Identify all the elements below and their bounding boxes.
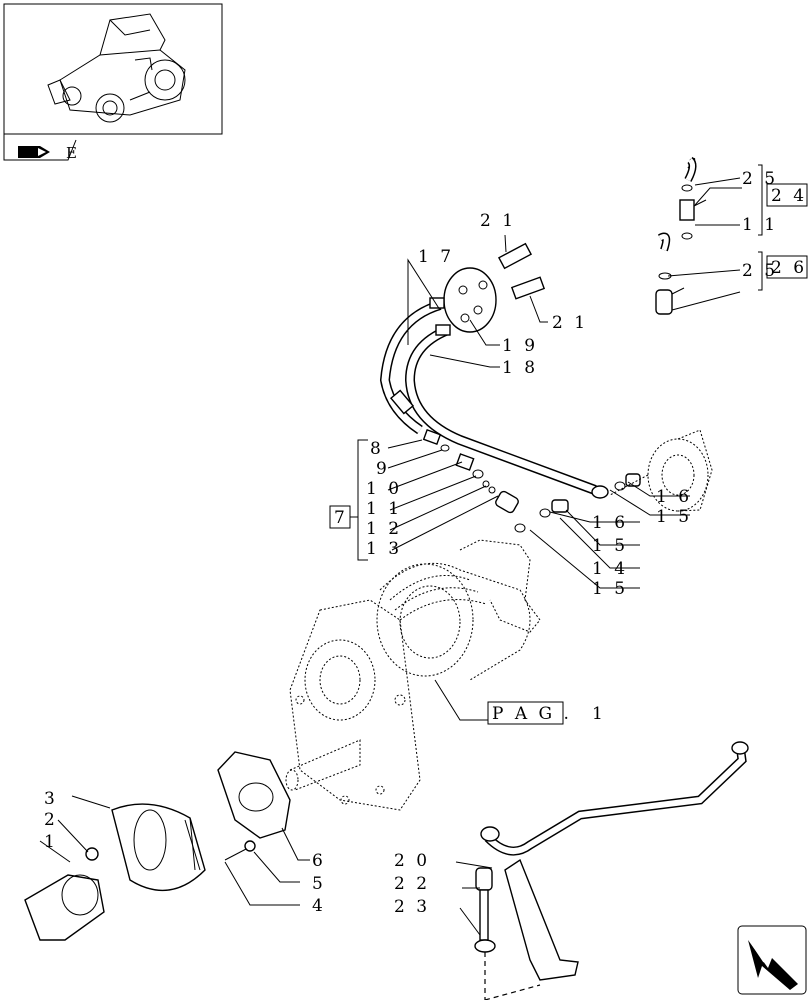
lube-tube — [474, 741, 749, 1000]
thumbnail-caption: E — [66, 144, 80, 162]
callout-4: 4 — [312, 896, 326, 916]
callout-2: 2 — [44, 810, 58, 830]
callout-5: 5 — [312, 874, 326, 894]
hose-assembly — [379, 156, 697, 499]
leader-lines — [39, 164, 763, 936]
svg-text:7: 7 — [334, 508, 348, 528]
svg-text:2 4: 2 4 — [771, 186, 807, 206]
page-reference[interactable]: P A G . 1 — [487, 701, 606, 725]
callout-14: 1 4 — [592, 559, 628, 579]
callout-13: 1 3 — [366, 539, 402, 559]
callout-11: 1 1 — [366, 499, 402, 519]
callout-1: 1 — [44, 832, 58, 852]
thumbnail-tab[interactable]: E — [3, 134, 80, 162]
callout-11b: 1 1 — [742, 215, 778, 235]
callout-21b: 2 1 — [552, 313, 588, 333]
callout-18: 1 8 — [502, 358, 538, 378]
callout-16a: 1 6 — [656, 487, 692, 507]
callout-3: 3 — [44, 789, 58, 809]
book-icon — [18, 146, 50, 158]
callout-12: 1 2 — [366, 519, 402, 539]
pump-housing-outline — [285, 539, 541, 811]
next-page-button[interactable] — [737, 925, 807, 995]
valve-fittings — [655, 184, 707, 315]
callout-10: 1 0 — [366, 479, 402, 499]
fitting-chain — [422, 429, 641, 533]
svg-text:2 6: 2 6 — [771, 258, 807, 278]
callout-15b: 1 5 — [592, 536, 628, 556]
callout-9: 9 — [376, 459, 390, 479]
callout-20: 2 0 — [394, 851, 430, 871]
next-page-arrow-icon — [748, 940, 798, 990]
callout-labels: 3 2 1 6 5 4 8 9 1 0 1 1 1 2 1 3 1 6 1 5 … — [44, 169, 778, 917]
group-box-24[interactable]: 2 4 — [766, 183, 808, 207]
tractor-thumbnail-icon — [47, 13, 186, 123]
callout-15c: 1 5 — [592, 579, 628, 599]
svg-text:P A G .: P A G . — [492, 704, 572, 724]
callout-23: 2 3 — [394, 897, 430, 917]
cover-assembly — [24, 751, 291, 941]
callout-22: 2 2 — [394, 874, 430, 894]
callout-8: 8 — [370, 439, 384, 459]
flange-outline — [609, 429, 713, 512]
callout-16b: 1 6 — [592, 513, 628, 533]
callout-17: 1 7 — [418, 247, 454, 267]
callout-25a: 2 5 — [742, 169, 778, 189]
callout-19: 1 9 — [502, 336, 538, 356]
svg-text:1: 1 — [592, 704, 606, 724]
group-box-7[interactable]: 7 — [329, 505, 351, 529]
tractor-thumbnail[interactable] — [3, 3, 223, 135]
callout-21a: 2 1 — [480, 211, 516, 231]
callout-6: 6 — [312, 851, 326, 871]
callout-25b: 2 5 — [742, 261, 778, 281]
group-box-26[interactable]: 2 6 — [766, 255, 808, 279]
callout-15a: 1 5 — [656, 507, 692, 527]
